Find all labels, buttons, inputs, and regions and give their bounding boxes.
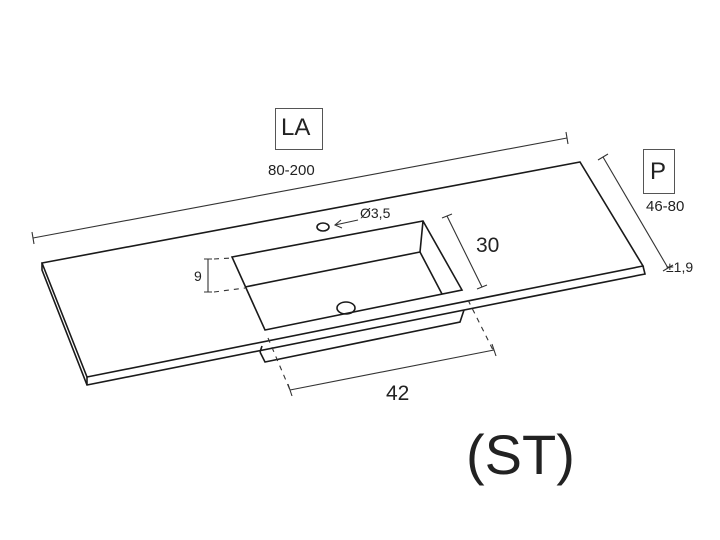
overflow-hole-icon [316,222,330,232]
countertop [40,161,646,386]
basin-width-label: 30 [476,234,500,257]
depth-code: P [650,158,667,185]
hole-diameter-label: Ø3,5 [360,205,391,221]
basin [230,220,465,363]
basin-width-dimension [441,213,488,290]
model-code: (ST) [466,423,575,486]
depth-code-box [643,149,675,194]
drain-icon [336,301,356,315]
width-dimension-line [31,131,569,245]
width-code-box [275,108,323,150]
basin-length-label: 42 [386,382,410,405]
basin-length-dimension [267,299,497,397]
width-range: 80-200 [268,162,315,179]
basin-depth-label: 9 [194,268,202,284]
thickness-label: ±1,9 [666,259,694,275]
depth-dimension-line [597,153,674,272]
width-code: LA [281,114,311,141]
depth-range: 46-80 [646,198,685,215]
basin-depth-dimension [204,257,246,293]
hole-arrow [333,219,359,229]
